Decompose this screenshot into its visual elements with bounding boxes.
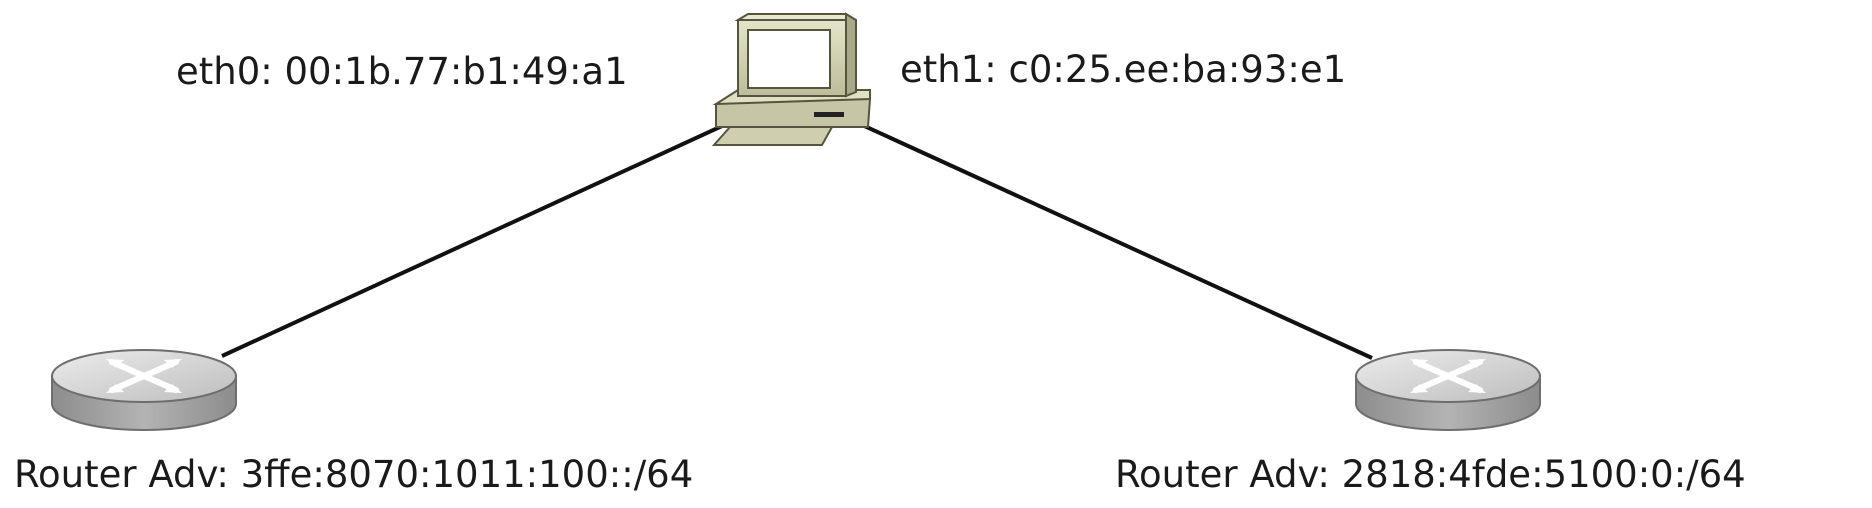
link-host-to-router-right: [859, 122, 1373, 360]
router-left-label: Router Adv: 3ffe:8070:1011:100::/64: [14, 453, 693, 496]
router-left-icon[interactable]: [51, 349, 237, 431]
workstation-icon[interactable]: [711, 12, 872, 146]
eth1-label: eth1: c0:25.ee:ba:93:e1: [900, 48, 1346, 91]
link-host-to-router-left: [221, 124, 723, 358]
eth0-label: eth0: 00:1b.77:b1:49:a1: [176, 50, 628, 93]
router-right-icon[interactable]: [1355, 349, 1541, 431]
router-right-label: Router Adv: 2818:4fde:5100:0:/64: [1115, 453, 1746, 496]
